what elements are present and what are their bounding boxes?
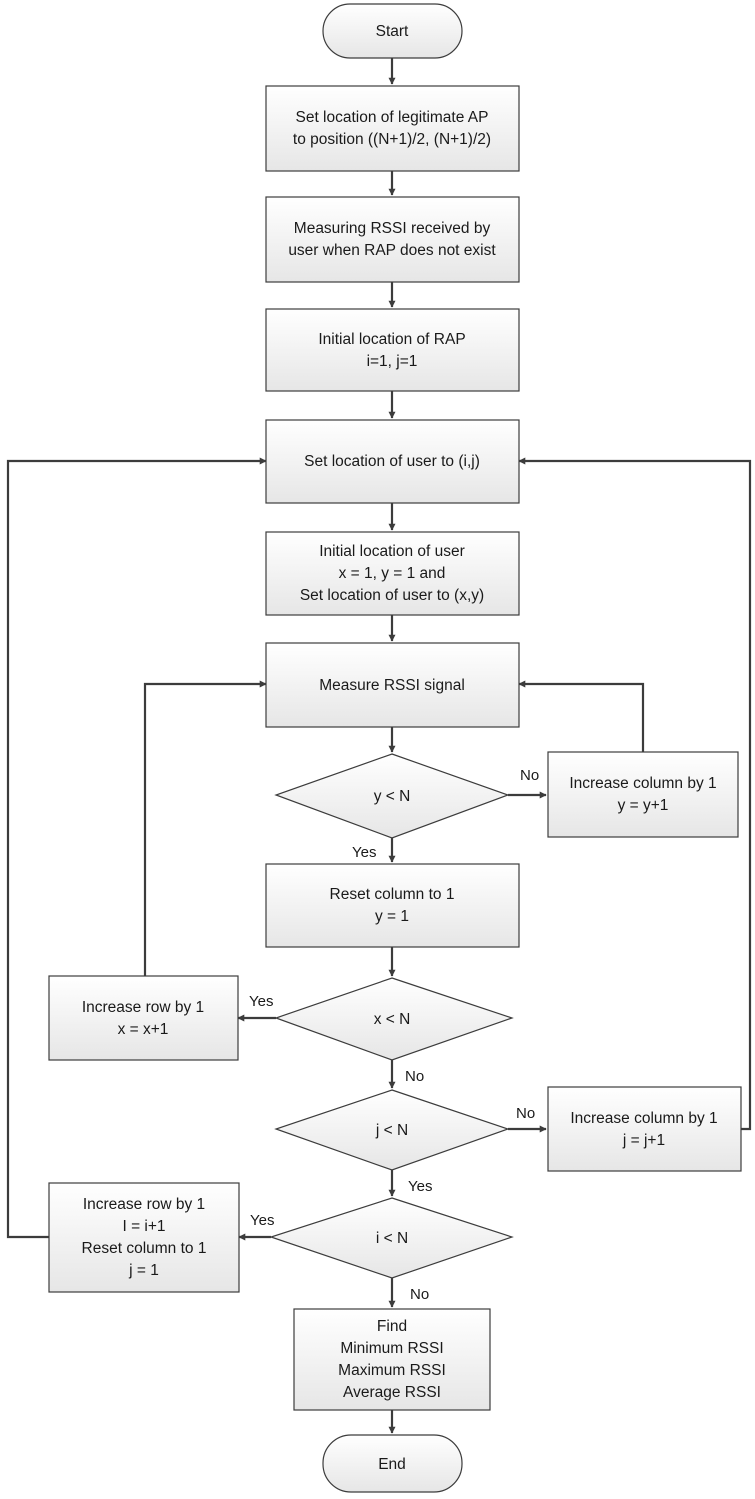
decision-j-label-line-1: j < N — [375, 1122, 408, 1139]
edge-label-j-no: No — [516, 1105, 535, 1122]
edge-label-i-no: No — [410, 1286, 429, 1303]
inc-row-x-label: Increase row by 1 x = x+1 — [82, 999, 204, 1038]
measure-sig-label-line-1: Measure RSSI signal — [319, 677, 465, 694]
set-user-ij-label: Set location of user to (i,j) — [304, 453, 480, 470]
find-label-line-2: Minimum RSSI — [340, 1340, 443, 1357]
decision-i-label: i < N — [376, 1230, 408, 1247]
inc-row-i-label-line-2: I = i+1 — [122, 1218, 165, 1235]
set-ap-label-line-2: to position ((N+1)/2, (N+1)/2) — [293, 131, 491, 148]
init-rap-box — [265, 308, 520, 392]
edge-label-x-yes: Yes — [249, 993, 273, 1010]
measure-base-label: Measuring RSSI received by user when RAP … — [288, 220, 496, 259]
init-user-box — [265, 531, 520, 616]
init-user-label-line-1: Initial location of user — [319, 543, 465, 560]
decision-y — [274, 753, 510, 839]
set-ap-box — [265, 85, 520, 172]
measure-base-label-line-1: Measuring RSSI received by — [294, 220, 491, 237]
start-label: Start — [376, 23, 409, 40]
decision-i — [269, 1197, 514, 1279]
find-label-line-1: Find — [377, 1318, 407, 1335]
inc-row-i-label-line-1: Increase row by 1 — [83, 1196, 205, 1213]
decision-j — [274, 1089, 510, 1171]
inc-col-j-label-line-1: Increase column by 1 — [570, 1110, 717, 1127]
edge-label-x-no: No — [405, 1068, 424, 1085]
reset-col-label: Reset column to 1 y = 1 — [330, 886, 455, 925]
inc-col-j-label: Increase column by 1 j = j+1 — [570, 1110, 717, 1149]
arrow-inc-row-x-to-measure-sig — [143, 680, 267, 976]
decision-i-label-line-1: i < N — [376, 1230, 408, 1247]
arrow-inc-row-i-to-set-user — [6, 457, 267, 1239]
edge-label-i-yes: Yes — [250, 1212, 274, 1229]
end-terminal — [322, 1434, 463, 1493]
init-user-label: Initial location of user x = 1, y = 1 and… — [300, 543, 484, 604]
inc-col-y-box — [547, 751, 739, 838]
decision-y-label: y < N — [374, 788, 411, 805]
inc-col-y-label-line-2: y = y+1 — [618, 797, 669, 814]
inc-col-j-label-line-2: j = j+1 — [622, 1132, 665, 1149]
reset-col-box — [265, 863, 520, 948]
edge-label-y-no: No — [520, 767, 539, 784]
measure-sig-box — [265, 642, 520, 728]
find-label-line-4: Average RSSI — [343, 1384, 441, 1401]
init-rap-label-line-1: Initial location of RAP — [318, 331, 465, 348]
set-ap-label: Set location of legitimate AP to position… — [293, 109, 491, 148]
set-user-ij-label-line-1: Set location of user to (i,j) — [304, 453, 480, 470]
measure-base-box — [265, 196, 520, 283]
arrow-inc-col-j-to-set-user — [518, 457, 752, 1131]
start-terminal — [322, 3, 463, 59]
inc-col-y-label: Increase column by 1 y = y+1 — [569, 775, 716, 814]
measure-sig-label: Measure RSSI signal — [319, 677, 465, 694]
start-label-line-1: Start — [376, 23, 409, 40]
set-user-ij-box — [265, 419, 520, 504]
init-user-label-line-3: Set location of user to (x,y) — [300, 587, 484, 604]
init-user-label-line-2: x = 1, y = 1 and — [339, 565, 446, 582]
decision-x-label: x < N — [374, 1011, 411, 1028]
find-label-line-3: Maximum RSSI — [338, 1362, 446, 1379]
inc-row-x-label-line-2: x = x+1 — [118, 1021, 169, 1038]
decision-x — [274, 977, 514, 1061]
inc-row-x-label-line-1: Increase row by 1 — [82, 999, 204, 1016]
decision-j-label: j < N — [375, 1122, 408, 1139]
inc-row-i-label-line-3: Reset column to 1 — [82, 1240, 207, 1257]
inc-col-y-label-line-1: Increase column by 1 — [569, 775, 716, 792]
reset-col-label-line-2: y = 1 — [375, 908, 409, 925]
end-label: End — [378, 1456, 406, 1473]
init-rap-label: Initial location of RAP i=1, j=1 — [318, 331, 465, 370]
inc-col-j-box — [547, 1086, 742, 1172]
reset-col-label-line-1: Reset column to 1 — [330, 886, 455, 903]
measure-base-label-line-2: user when RAP does not exist — [288, 242, 496, 259]
end-label-line-1: End — [378, 1456, 406, 1473]
arrow-inc-col-y-to-measure-sig — [518, 680, 645, 752]
decision-x-label-line-1: x < N — [374, 1011, 411, 1028]
init-rap-label-line-2: i=1, j=1 — [367, 353, 418, 370]
decision-y-label-line-1: y < N — [374, 788, 411, 805]
edge-label-j-yes: Yes — [408, 1178, 432, 1195]
inc-row-i-label-line-4: j = 1 — [128, 1262, 159, 1279]
inc-row-x-box — [48, 975, 239, 1061]
set-ap-label-line-1: Set location of legitimate AP — [295, 109, 488, 126]
edge-label-y-yes: Yes — [352, 844, 376, 861]
inc-row-i-box — [48, 1182, 240, 1293]
find-box — [293, 1308, 491, 1411]
